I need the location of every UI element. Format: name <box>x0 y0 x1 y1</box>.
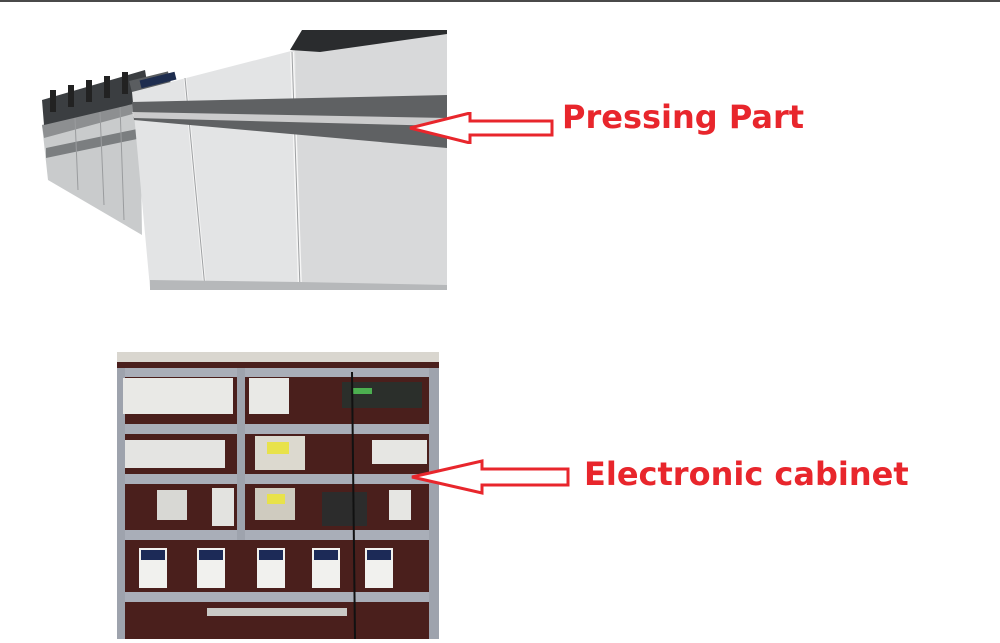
pressing-machine-photo <box>20 30 447 290</box>
electronic-cabinet-label: Electronic cabinet <box>584 455 909 493</box>
top-divider <box>0 0 1000 2</box>
arrow-left-icon <box>408 111 554 145</box>
arrow-left-icon <box>410 459 570 495</box>
pressing-part-label: Pressing Part <box>562 98 805 136</box>
electronic-cabinet-photo <box>117 352 439 639</box>
